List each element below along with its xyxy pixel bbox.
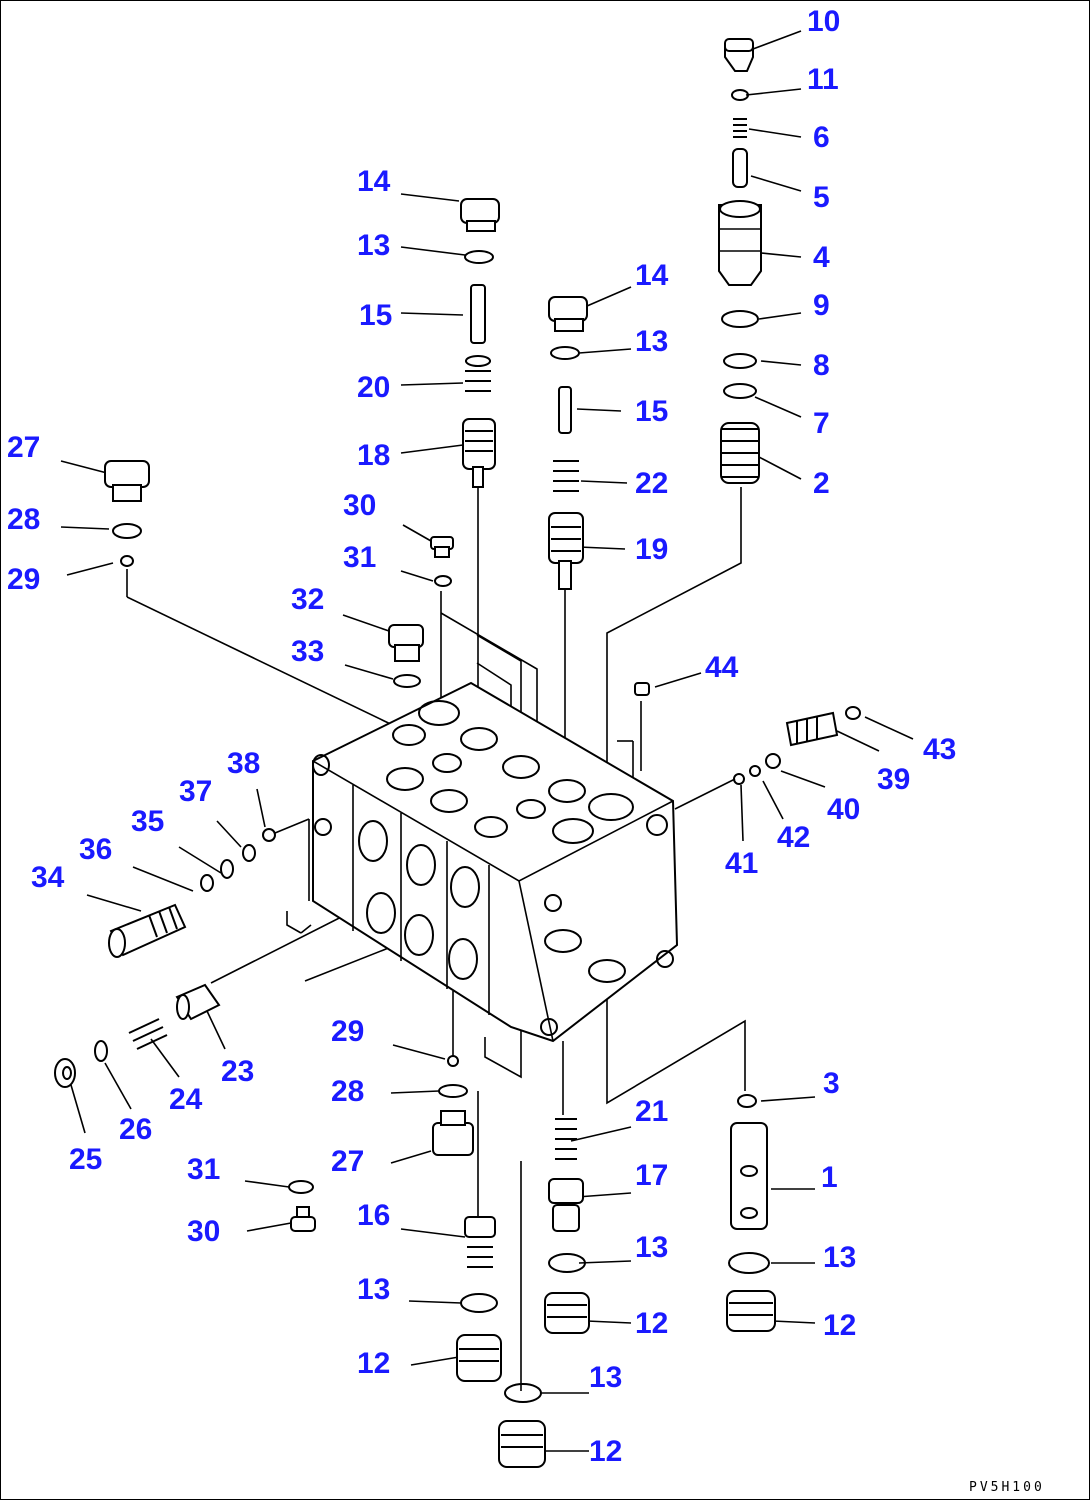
- callout-labels: 1011654987214131520181413152219272829303…: [7, 5, 956, 1468]
- callout-16: 16: [357, 1199, 390, 1232]
- callout-5: 5: [813, 181, 830, 214]
- callout-31: 31: [343, 541, 376, 574]
- callout-9: 9: [813, 289, 830, 322]
- callout-34: 34: [31, 861, 65, 894]
- callout-13: 13: [823, 1241, 856, 1274]
- drawing-code: PV5H100: [969, 1480, 1045, 1495]
- callout-6: 6: [813, 121, 830, 154]
- callout-41: 41: [725, 847, 758, 880]
- valve-body: [312, 681, 679, 1043]
- callout-26: 26: [119, 1113, 152, 1146]
- callout-13: 13: [635, 325, 668, 358]
- callout-22: 22: [635, 467, 668, 500]
- callout-1: 1: [821, 1161, 838, 1194]
- callout-3: 3: [823, 1067, 840, 1100]
- callout-39: 39: [877, 763, 910, 796]
- callout-11: 11: [807, 63, 839, 96]
- callout-17: 17: [635, 1159, 668, 1192]
- callout-37: 37: [179, 775, 212, 808]
- callout-28: 28: [331, 1075, 364, 1108]
- callout-12: 12: [589, 1435, 622, 1468]
- callout-14: 14: [635, 259, 669, 292]
- callout-13: 13: [357, 1273, 390, 1306]
- callout-31: 31: [187, 1153, 220, 1186]
- callout-13: 13: [635, 1231, 668, 1264]
- callout-30: 30: [187, 1215, 220, 1248]
- callout-30: 30: [343, 489, 376, 522]
- leader-lines: [60, 30, 914, 1452]
- callout-20: 20: [357, 371, 390, 404]
- callout-23: 23: [221, 1055, 254, 1088]
- callout-36: 36: [79, 833, 112, 866]
- callout-29: 29: [7, 563, 40, 596]
- callout-19: 19: [635, 533, 668, 566]
- parts: [54, 38, 861, 1468]
- callout-29: 29: [331, 1015, 364, 1048]
- callout-12: 12: [823, 1309, 856, 1342]
- callout-27: 27: [7, 431, 40, 464]
- callout-32: 32: [291, 583, 324, 616]
- callout-18: 18: [357, 439, 390, 472]
- callout-12: 12: [357, 1347, 390, 1380]
- callout-25: 25: [69, 1143, 102, 1176]
- callout-12: 12: [635, 1307, 668, 1340]
- callout-13: 13: [589, 1361, 622, 1394]
- callout-14: 14: [357, 165, 391, 198]
- callout-21: 21: [635, 1095, 668, 1128]
- callout-43: 43: [923, 733, 956, 766]
- callout-2: 2: [813, 467, 830, 500]
- callout-4: 4: [813, 241, 830, 274]
- callout-7: 7: [813, 407, 830, 440]
- callout-38: 38: [227, 747, 260, 780]
- callout-15: 15: [635, 395, 668, 428]
- callout-40: 40: [827, 793, 860, 826]
- callout-15: 15: [359, 299, 392, 332]
- callout-8: 8: [813, 349, 830, 382]
- callout-27: 27: [331, 1145, 364, 1178]
- callout-44: 44: [705, 651, 739, 684]
- callout-24: 24: [169, 1083, 203, 1116]
- callout-13: 13: [357, 229, 390, 262]
- callout-33: 33: [291, 635, 324, 668]
- callout-28: 28: [7, 503, 40, 536]
- callout-42: 42: [777, 821, 810, 854]
- callout-10: 10: [807, 5, 840, 38]
- callout-35: 35: [131, 805, 164, 838]
